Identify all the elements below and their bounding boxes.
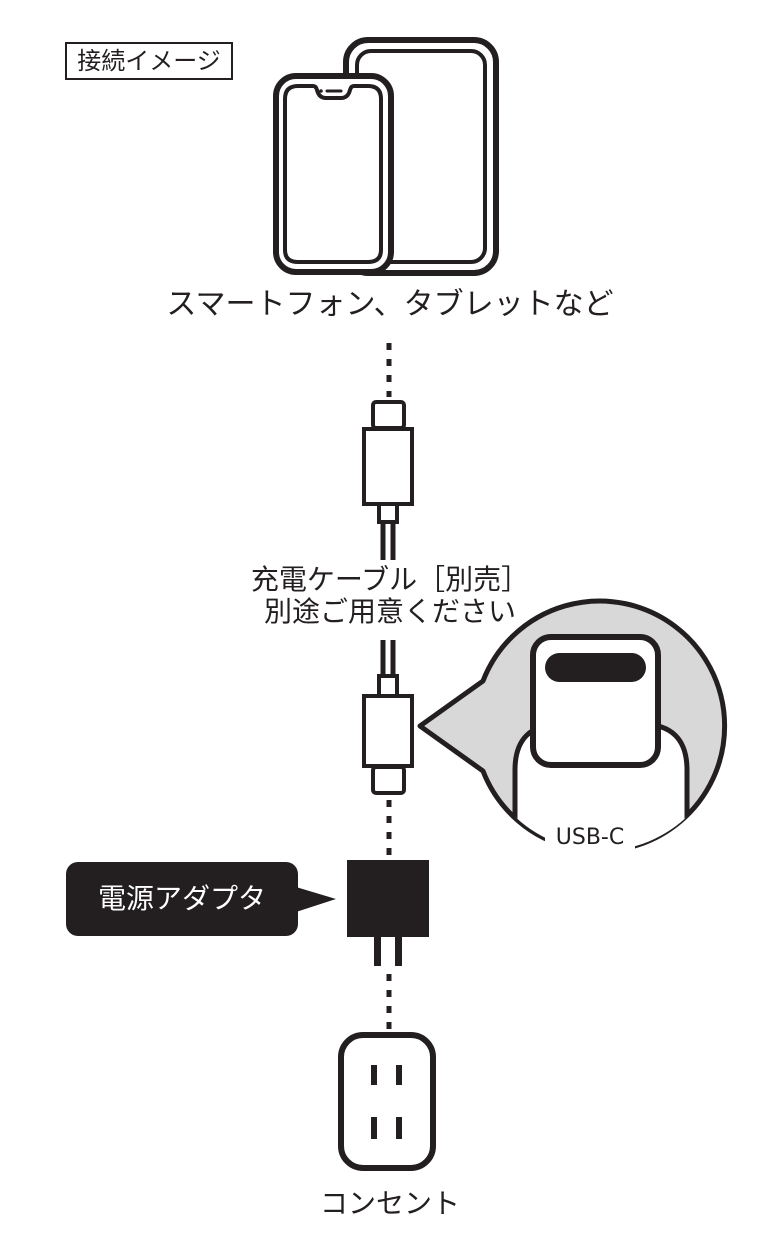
usbc-label: USB-C — [555, 825, 625, 850]
cable-top-plug-icon — [362, 400, 414, 560]
wall-outlet-icon — [338, 1032, 436, 1171]
cable-label-line1: 充電ケーブル［別売］ — [250, 563, 530, 596]
usbc-callout — [417, 598, 728, 856]
cable-label-line2: 別途ご用意ください — [263, 595, 516, 628]
adapter-label-callout — [66, 862, 336, 936]
devices-label: スマートフォン、タブレットなど — [166, 287, 614, 322]
outlet-label: コンセント — [319, 1187, 460, 1220]
diagram-title: 接続イメージ — [65, 42, 233, 80]
cable-bottom-plug-icon — [362, 640, 414, 795]
power-adapter-icon — [347, 860, 429, 966]
smartphone-icon — [273, 73, 394, 275]
adapter-label: 電源アダプタ — [97, 882, 266, 915]
